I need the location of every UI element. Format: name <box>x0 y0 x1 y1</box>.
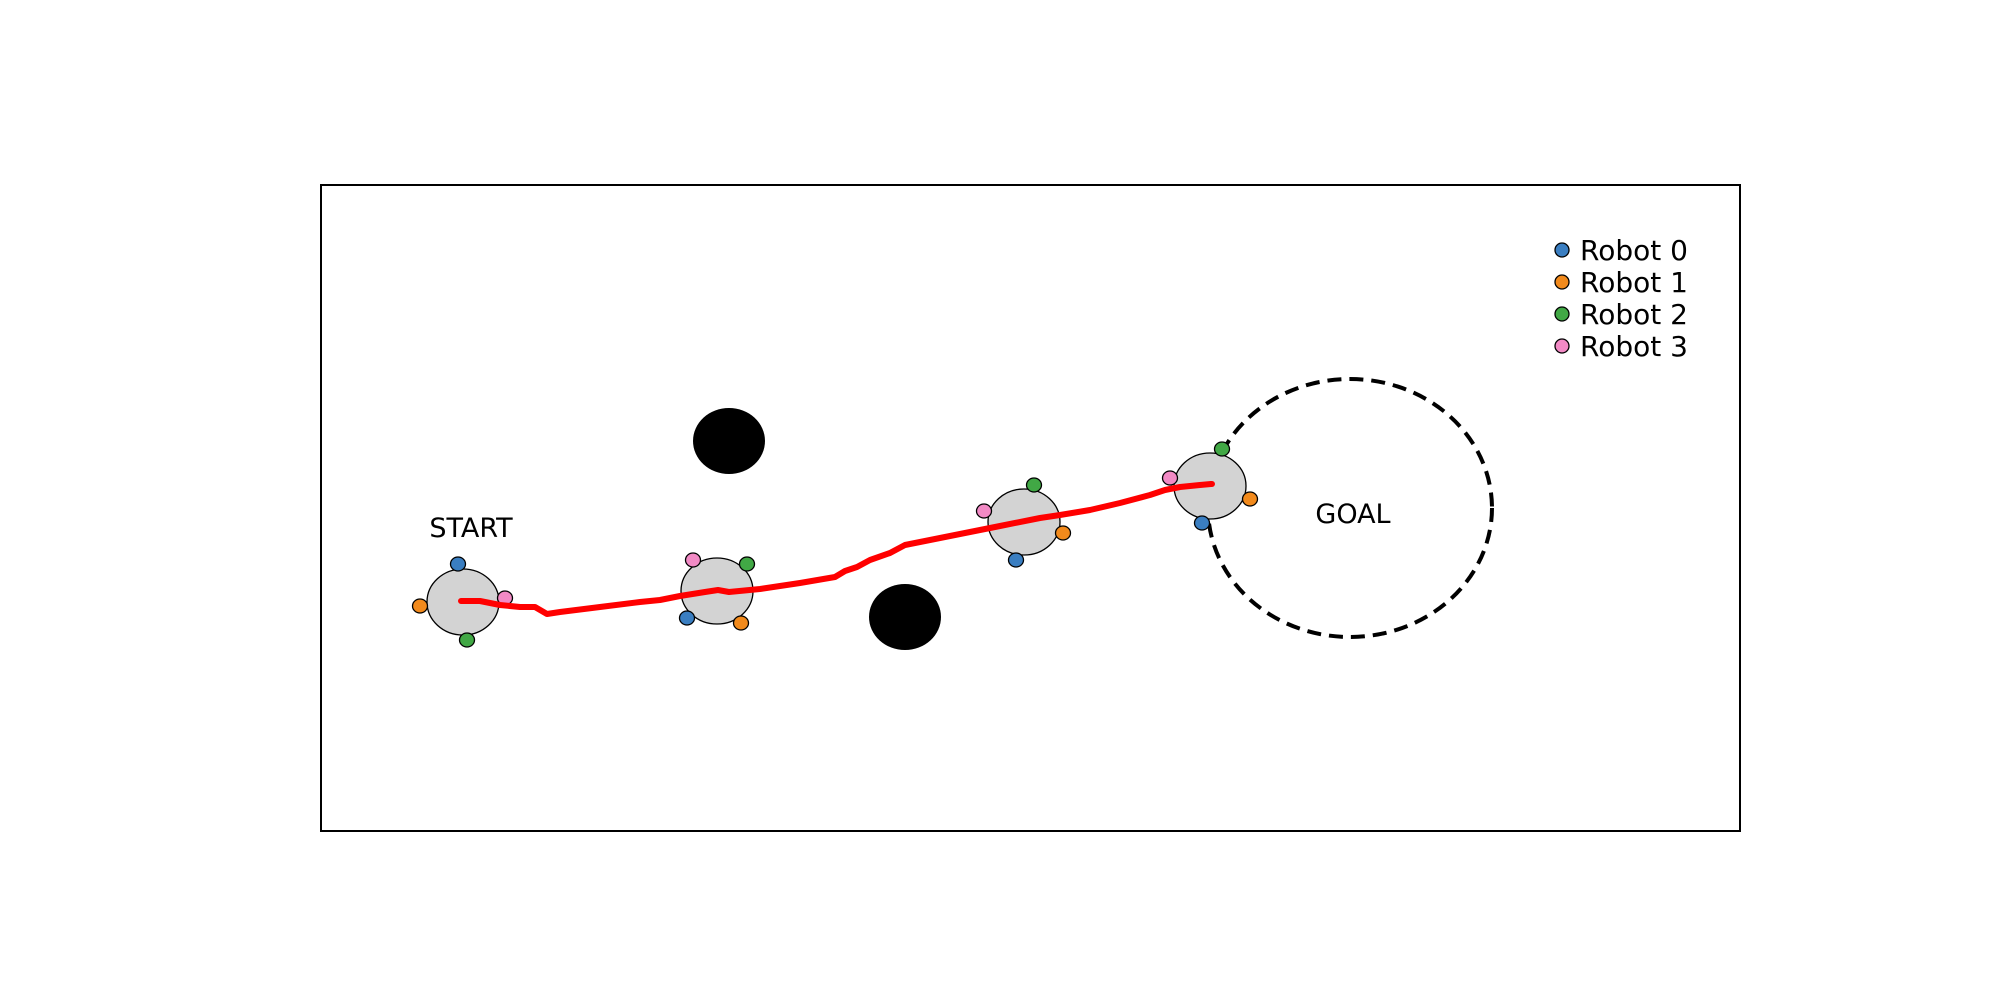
robot-0-marker <box>1193 515 1211 531</box>
legend-marker-robot-0 <box>1554 242 1570 258</box>
robot-3-marker <box>684 552 702 568</box>
legend-marker-robot-2 <box>1554 306 1570 322</box>
robot-3-marker <box>975 503 993 519</box>
robot-2-marker <box>458 632 476 648</box>
robot-1-marker <box>732 615 750 631</box>
start-label: START <box>429 513 513 544</box>
robot-0-marker <box>1007 552 1025 568</box>
legend-label-robot-3: Robot 3 <box>1580 330 1688 363</box>
goal-label: GOAL <box>1315 499 1390 530</box>
robot-2-marker <box>738 556 756 572</box>
robot-2-marker <box>1213 441 1231 457</box>
obstacle <box>869 584 941 650</box>
trajectory-path <box>458 481 1215 617</box>
legend-label-robot-0: Robot 0 <box>1580 234 1688 267</box>
robot-1-marker <box>411 598 429 614</box>
robot-3-marker <box>1161 470 1179 486</box>
legend-marker-robot-3 <box>1554 338 1570 354</box>
robot-1-marker <box>1241 491 1259 507</box>
robot-0-marker <box>449 556 467 572</box>
legend-label-robot-1: Robot 1 <box>1580 266 1688 299</box>
obstacle <box>693 408 765 474</box>
legend: Robot 0 Robot 1 Robot 2 Robot 3 <box>1554 234 1688 363</box>
legend-marker-robot-1 <box>1554 274 1570 290</box>
robot-2-marker <box>1025 477 1043 493</box>
robot-0-marker <box>678 610 696 626</box>
legend-label-robot-2: Robot 2 <box>1580 298 1688 331</box>
robot-1-marker <box>1054 525 1072 541</box>
